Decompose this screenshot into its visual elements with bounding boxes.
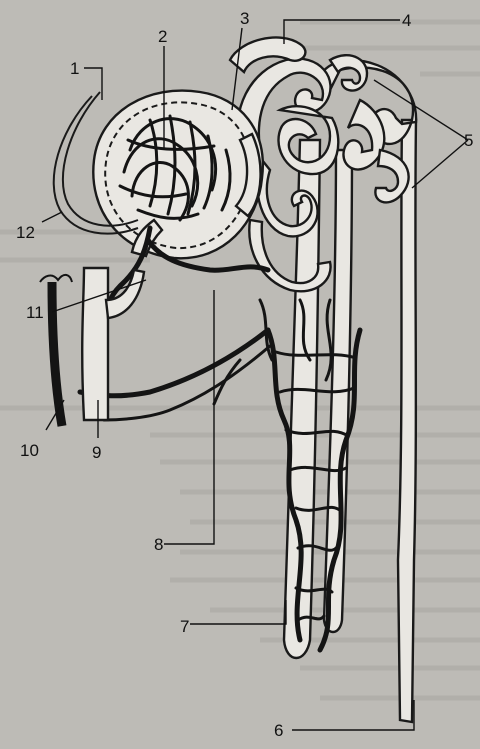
label-4: 4	[402, 11, 411, 30]
label-6: 6	[274, 721, 283, 740]
label-5: 5	[464, 131, 473, 150]
label-3: 3	[240, 9, 249, 28]
label-7: 7	[180, 617, 189, 636]
collecting-duct	[398, 120, 416, 722]
label-9: 9	[92, 443, 101, 462]
label-10: 10	[20, 441, 39, 460]
label-11: 11	[26, 303, 44, 322]
label-8: 8	[154, 535, 163, 554]
label-12: 12	[16, 223, 35, 242]
label-1: 1	[70, 59, 79, 78]
label-2: 2	[158, 27, 167, 46]
